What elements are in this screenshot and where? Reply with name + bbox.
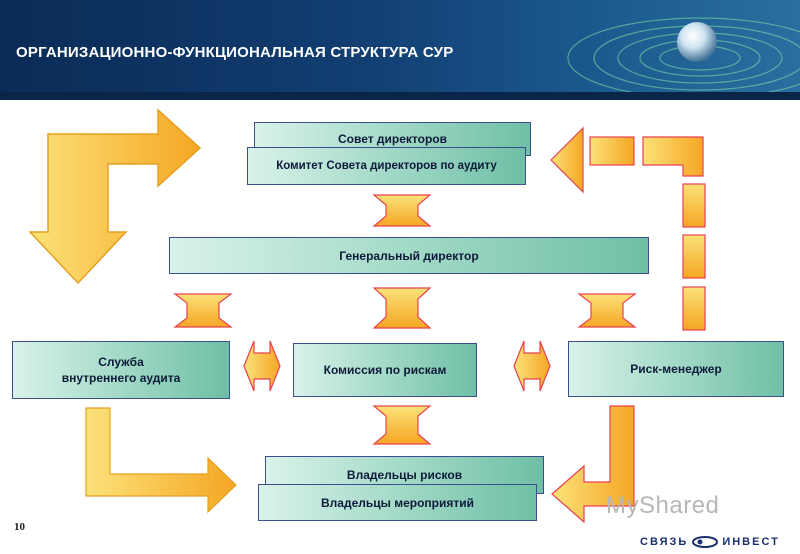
- logo-text-right: ИНВЕСТ: [722, 536, 780, 548]
- logo-text-left: СВЯЗЬ: [640, 536, 689, 548]
- watermark: MyShared: [606, 492, 720, 519]
- ceo-box: Генеральный директор: [169, 237, 649, 274]
- big-left-arrow: [28, 108, 202, 285]
- audit-committee-box: Комитет Совета директоров по аудиту: [247, 147, 526, 185]
- page-title: ОРГАНИЗАЦИОННО-ФУНКЦИОНАЛЬНАЯ СТРУКТУРА …: [16, 44, 454, 61]
- arrow-audit-to-owners: [85, 407, 237, 514]
- header-banner: ОРГАНИЗАЦИОННО-ФУНКЦИОНАЛЬНАЯ СТРУКТУРА …: [0, 0, 800, 100]
- page-number: 10: [14, 521, 25, 533]
- double-arrow-ceo-commission: [372, 287, 432, 329]
- arrow-segment-1: [589, 136, 635, 166]
- double-arrow-ceo-riskmanager: [577, 293, 637, 328]
- arrow-segment-v1: [682, 183, 706, 228]
- arrow-segment-v3: [682, 286, 706, 331]
- left-pointing-arrow-head: [550, 126, 584, 194]
- internal-audit-box: Служба внутреннего аудита: [12, 341, 230, 399]
- measure-owners-box: Владельцы мероприятий: [258, 484, 537, 521]
- risk-commission-box: Комиссия по рискам: [293, 343, 477, 397]
- risk-manager-box: Риск-менеджер: [568, 341, 784, 397]
- arrow-riskmanager-to-owners: [551, 405, 635, 524]
- company-logo: СВЯЗЬ ИНВЕСТ: [640, 536, 780, 548]
- logo-swoosh-icon: [692, 536, 719, 548]
- double-arrow-board-ceo: [372, 194, 432, 227]
- double-arrow-audit-commission: [243, 340, 281, 392]
- arrow-corner-segment: [642, 136, 704, 177]
- double-arrow-commission-owners: [372, 405, 432, 445]
- sphere-icon: [677, 22, 717, 62]
- double-arrow-commission-riskmanager: [513, 340, 551, 392]
- arrow-segment-v2: [682, 234, 706, 279]
- swirl-decoration: [0, 17, 800, 100]
- double-arrow-ceo-audit: [173, 293, 233, 328]
